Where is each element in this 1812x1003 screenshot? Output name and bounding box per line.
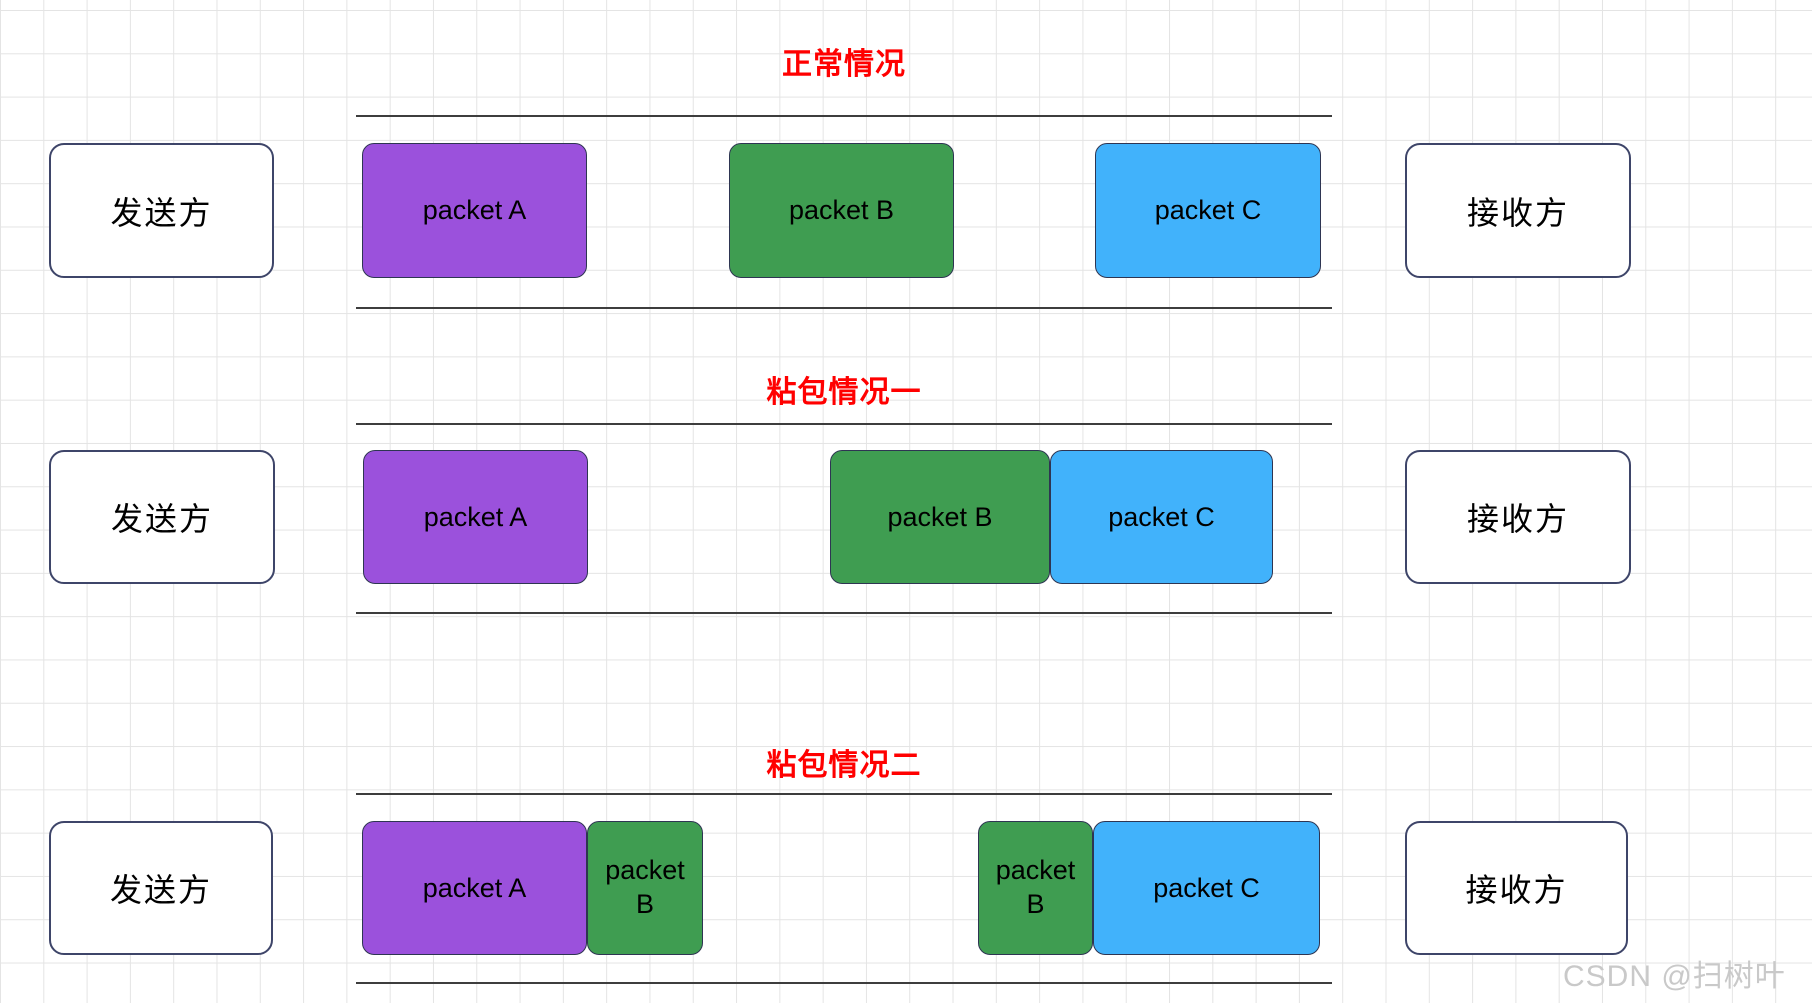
section3-sender-box: 发送方 [49,821,273,955]
section1-title: 正常情况 [782,48,906,81]
csdn-watermark: CSDN @扫树叶 [1563,960,1786,993]
section2-bottom-line [356,612,1332,614]
section1-packet-b: packet B [729,143,954,278]
section1-top-line [356,115,1332,117]
section1-packet-a: packet A [362,143,587,278]
section2-packet-b: packet B [830,450,1050,584]
section3-packet-b-part2: packet B [978,821,1093,955]
section3-packet-a: packet A [362,821,587,955]
section3-bottom-line [356,982,1332,984]
section2-receiver-box: 接收方 [1405,450,1631,584]
section1-packet-c: packet C [1095,143,1321,278]
section3-packet-b-part1: packet B [587,821,703,955]
section2-top-line [356,423,1332,425]
section1-bottom-line [356,307,1332,309]
section3-top-line [356,793,1332,795]
section3-title: 粘包情况二 [766,749,922,782]
section2-packet-c: packet C [1050,450,1273,584]
section1-sender-box: 发送方 [49,143,274,278]
section2-sender-box: 发送方 [49,450,275,584]
section3-packet-c: packet C [1093,821,1320,955]
section2-title: 粘包情况一 [766,376,922,409]
section2-packet-a: packet A [363,450,588,584]
section1-receiver-box: 接收方 [1405,143,1631,278]
section3-receiver-box: 接收方 [1405,821,1628,955]
